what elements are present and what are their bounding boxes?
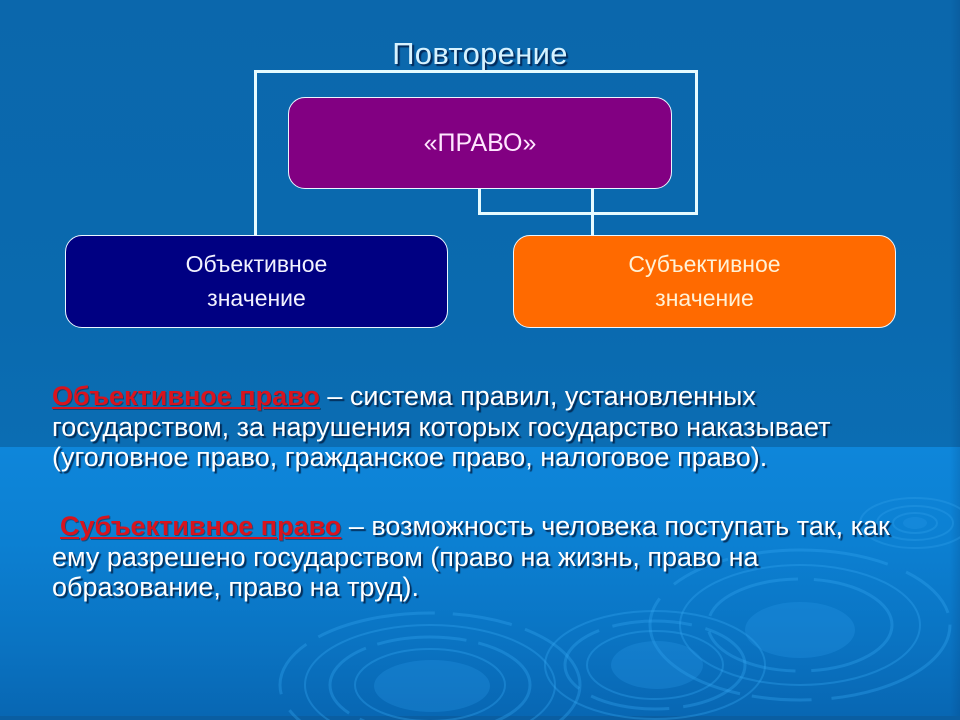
connector-inner-vertical — [478, 189, 481, 215]
term-objective-law: Объективное право — [52, 381, 320, 411]
node-objective-label-line2: значение — [207, 284, 306, 311]
term-subjective-law: Субъективное право — [60, 511, 342, 541]
node-subjective-label: Субъективное значение — [628, 248, 780, 315]
definition-objective-text: – система правил, установленных государс… — [52, 381, 831, 472]
root-node-pravo: «ПРАВО» — [288, 97, 672, 189]
node-subjective-label-line1: Субъективное — [628, 251, 781, 278]
definition-objective: Объективное право – система правил, уста… — [52, 381, 912, 473]
node-objective-label: Объективное значение — [186, 248, 328, 315]
node-subjective-label-line2: значение — [655, 284, 754, 311]
connector-right-vertical — [695, 70, 698, 215]
connector-top-horizontal — [254, 70, 698, 73]
root-node-label: «ПРАВО» — [423, 128, 537, 157]
background-edge — [950, 0, 960, 720]
definition-subjective: Субъективное право – возможность человек… — [52, 511, 912, 603]
node-subjective-meaning: Субъективное значение — [513, 235, 896, 328]
background-bottom-strip — [0, 716, 960, 720]
background-bottom — [0, 447, 960, 720]
slide-title: Повторение — [392, 36, 568, 71]
node-objective-label-line1: Объективное — [185, 251, 328, 278]
connector-inner-horizontal — [478, 212, 698, 215]
connector-left-vertical — [254, 70, 257, 236]
background-top — [0, 0, 960, 447]
node-objective-meaning: Объективное значение — [65, 235, 448, 328]
connector-subjective-vertical — [591, 189, 594, 236]
definition-subjective-text: – возможность человека поступать так, ка… — [52, 511, 890, 602]
